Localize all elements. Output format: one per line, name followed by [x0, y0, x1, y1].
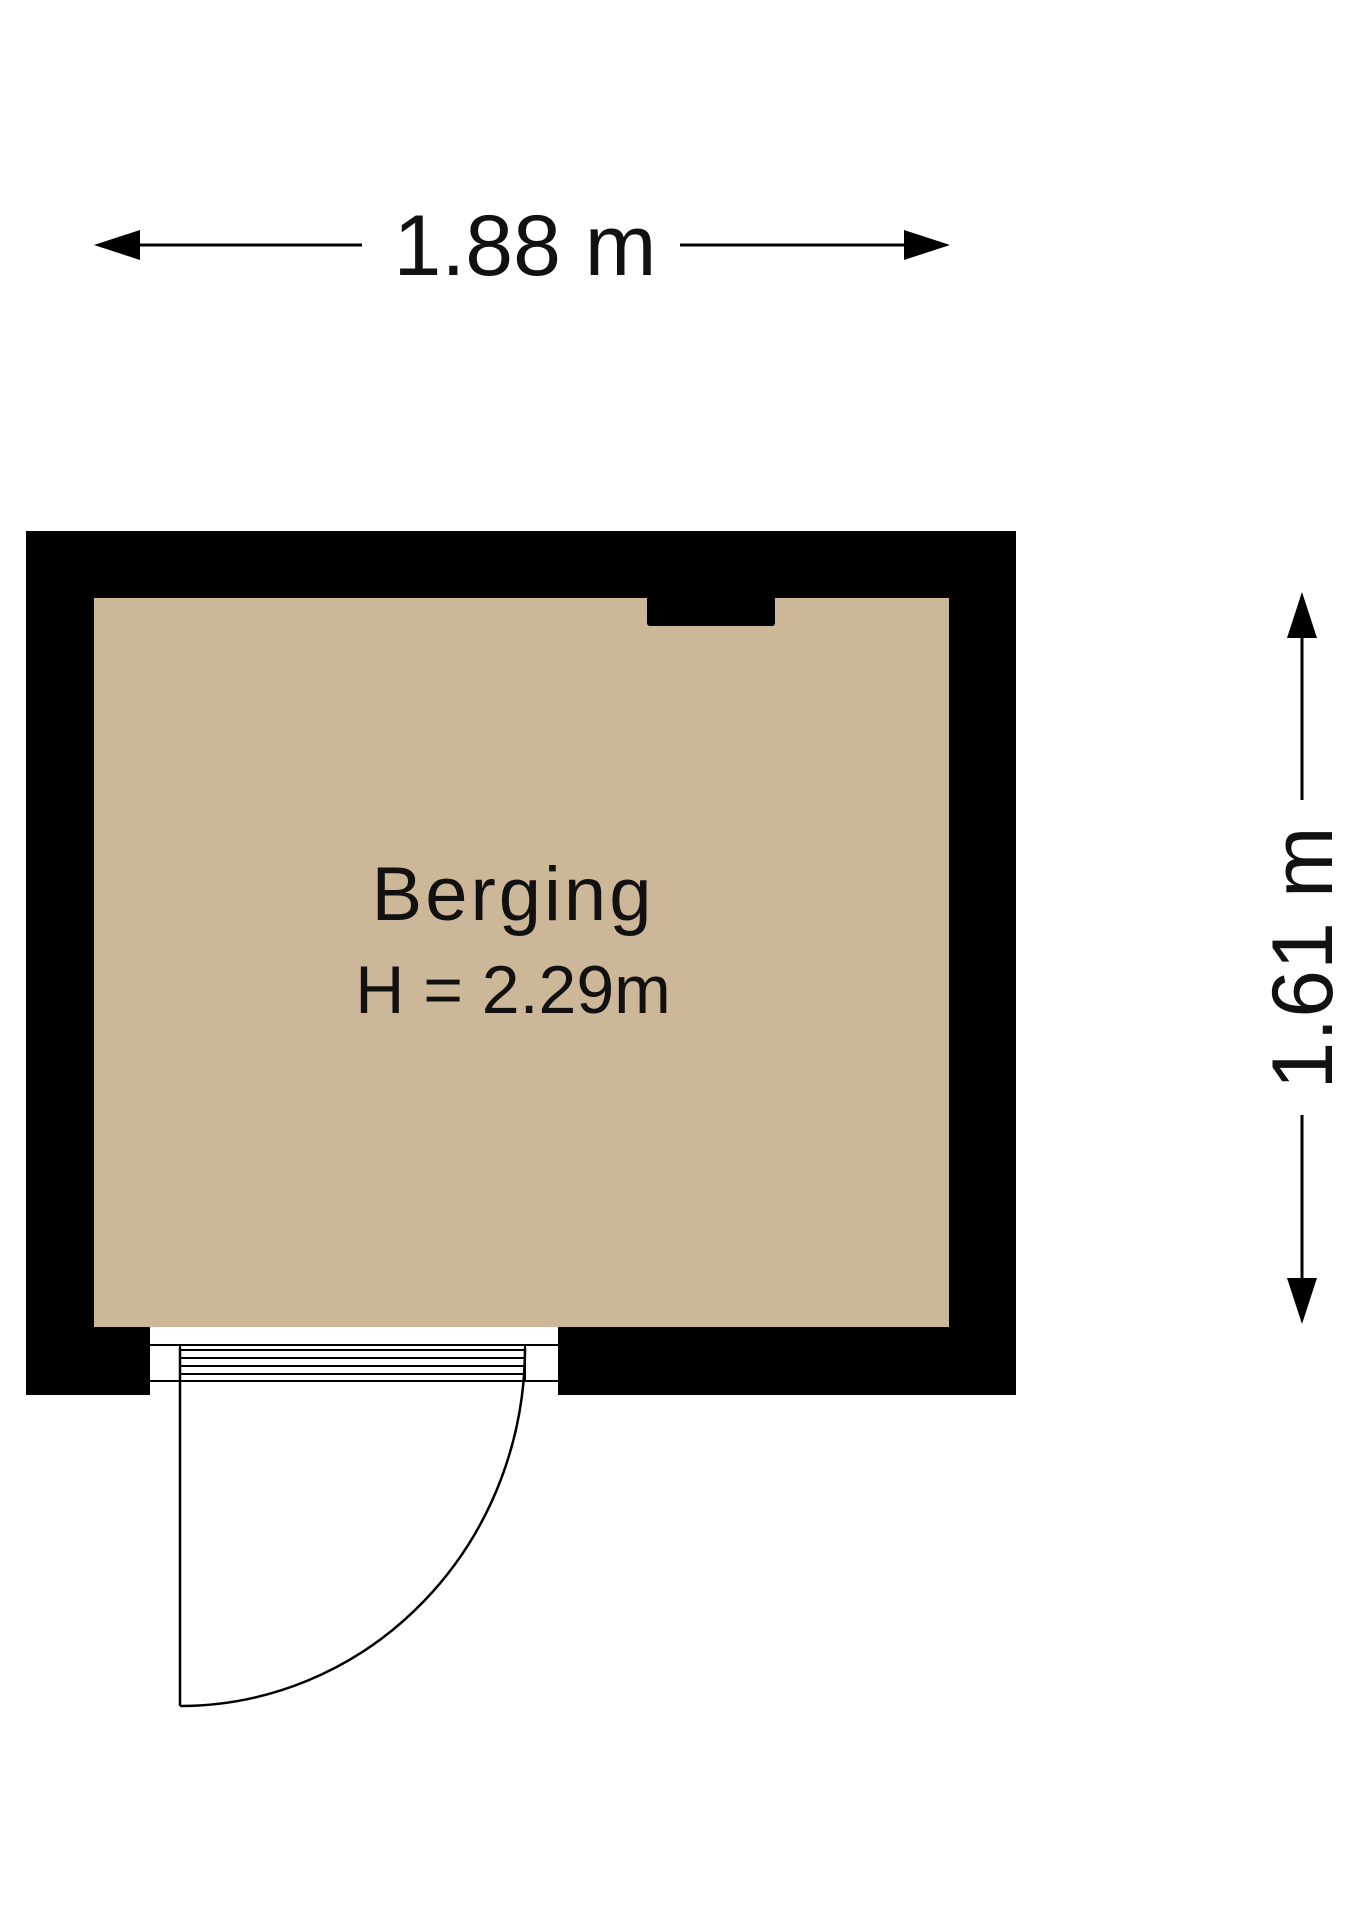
wall-niche [647, 596, 775, 626]
width-label: 1.88 m [394, 198, 657, 294]
depth-label: 1.61 m [1255, 827, 1351, 1090]
room-name: Berging [372, 852, 655, 937]
room-floor [94, 598, 949, 1327]
depth-dimension: 1.61 m [1255, 592, 1351, 1324]
arrow-left-icon [94, 230, 140, 260]
door [150, 1327, 558, 1708]
room-height: H = 2.29m [355, 952, 671, 1028]
door-swing-arc [179, 1347, 527, 1708]
arrow-right-icon [904, 230, 950, 260]
width-dimension: 1.88 m [94, 198, 950, 294]
arrow-down-icon [1287, 1278, 1317, 1324]
arrow-up-icon [1287, 592, 1317, 638]
